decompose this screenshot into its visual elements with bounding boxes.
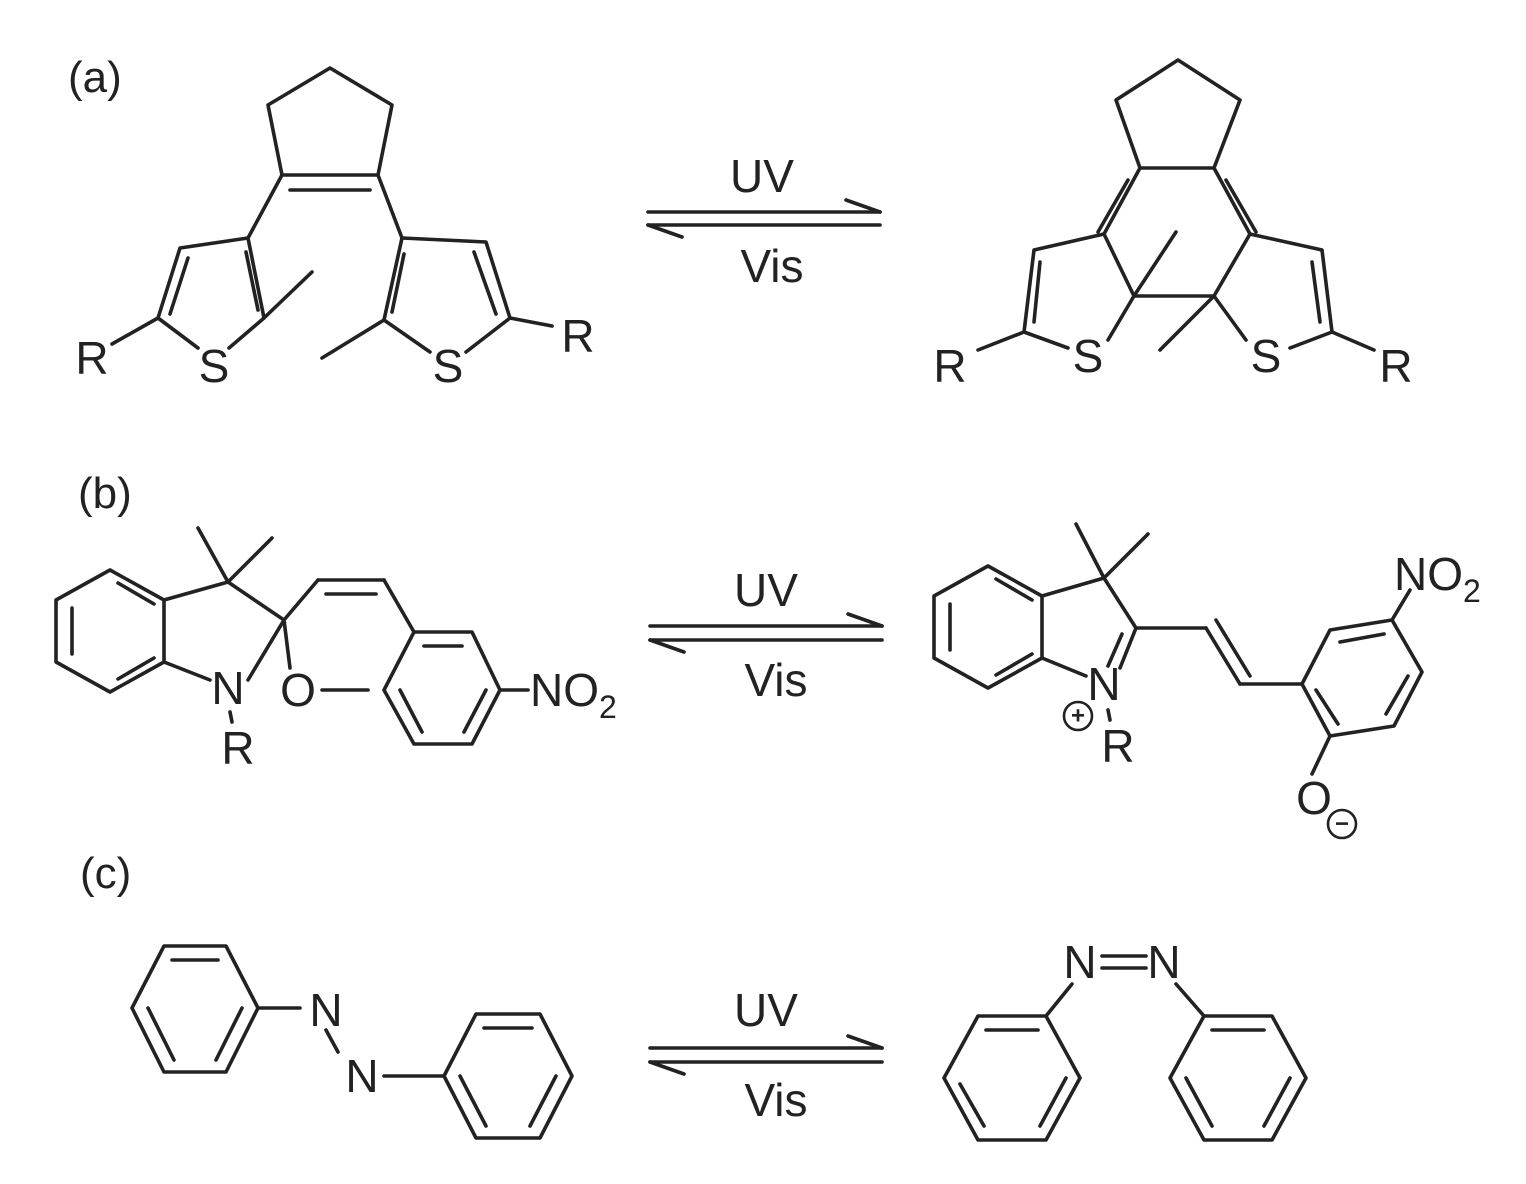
angular-methyl-right [1158,294,1216,352]
mc-gem-methyl-1 [1074,522,1106,580]
vis-label-c: Vis [744,1074,807,1126]
panel-c: (c) N N UV [80,849,1308,1142]
cis-azobenzene: N N [942,936,1308,1142]
open-s-right: S [433,340,464,392]
trans-right-phenyl [442,1012,574,1140]
panel-b-label: (b) [78,469,132,518]
open-r-right: R [561,310,594,362]
cis-left-phenyl [942,1014,1082,1142]
merocyanine-nitro-group: NO2 [1394,548,1481,609]
merocyanine-nitrogen: N [1087,658,1120,710]
spiropyran-benzene-ring [54,568,166,694]
bond-to-right-thiophene [376,173,404,240]
cis-n2: N [1147,936,1180,988]
spiropyran-oxygen: O [280,664,316,716]
phenolate-ring [1300,588,1424,776]
left-thiophene-ring [110,236,314,350]
cis-right-phenyl [1168,1014,1308,1142]
equilibrium-arrow-b: UV Vis [648,564,884,706]
phenolate-oxygen: O [1296,772,1332,824]
closed-left-thiophene [976,232,1136,352]
panel-c-label: (c) [80,849,131,898]
merocyanine-n-substituent: R [1101,720,1134,772]
panel-b: (b) [54,469,1481,840]
vinyl-bridge [1134,618,1304,686]
dithienylethene-closed-form: R S S R [933,58,1413,392]
merocyanine-benzene-ring [932,564,1044,690]
angular-methyl-left [1132,230,1178,298]
dithienylethene-open-form: R S S R [75,66,595,392]
open-r-left: R [75,332,108,384]
central-cyclohexadiene-ring [1096,166,1258,298]
methyl-right [320,318,386,360]
panel-a-label: (a) [68,53,122,102]
open-s-left: S [199,340,230,392]
equilibrium-arrow-a: UV Vis [646,150,882,292]
closed-s-right: S [1251,330,1282,382]
methyl-left [262,270,314,320]
closed-right-thiophene [1212,232,1376,352]
trans-n2: N [345,1050,378,1102]
uv-label-b: UV [734,564,798,616]
closed-r-left: R [933,340,966,392]
closed-s-left: S [1073,330,1104,382]
panel-a: (a) [68,53,1413,392]
right-thiophene-ring [320,236,554,360]
spiropyran-nitro-group: NO2 [530,664,617,725]
positive-charge-symbol: + [1071,703,1085,730]
trans-left-phenyl [130,944,260,1074]
negative-charge-symbol: − [1335,811,1349,838]
bond-to-left-thiophene [246,173,284,240]
gem-methyl-2 [226,536,274,584]
mc-gem-methyl-2 [1102,532,1150,580]
uv-label-c: UV [734,984,798,1036]
spiropyran-n-substituent: R [221,722,254,774]
nitrophenyl-ring [382,630,530,746]
merocyanine: N R + O − NO2 [932,522,1481,840]
closed-cyclopentane-ring [1114,58,1242,170]
cis-n1: N [1063,936,1096,988]
vis-label-a: Vis [740,240,803,292]
equilibrium-arrow-c: UV Vis [648,984,884,1126]
negative-charge-icon [1326,808,1358,840]
uv-label-a: UV [730,150,794,202]
pyran-ring [282,578,416,692]
spiropyran-nitrogen: N [211,662,244,714]
trans-n1: N [309,984,342,1036]
trans-azobenzene: N N [130,944,574,1140]
cyclopentene-ring [266,66,394,192]
vis-label-b: Vis [744,654,807,706]
positive-charge-icon [1062,700,1094,732]
spiropyran: N O R NO2 [54,526,617,774]
gem-methyl-1 [196,526,230,584]
closed-r-right: R [1379,340,1412,392]
